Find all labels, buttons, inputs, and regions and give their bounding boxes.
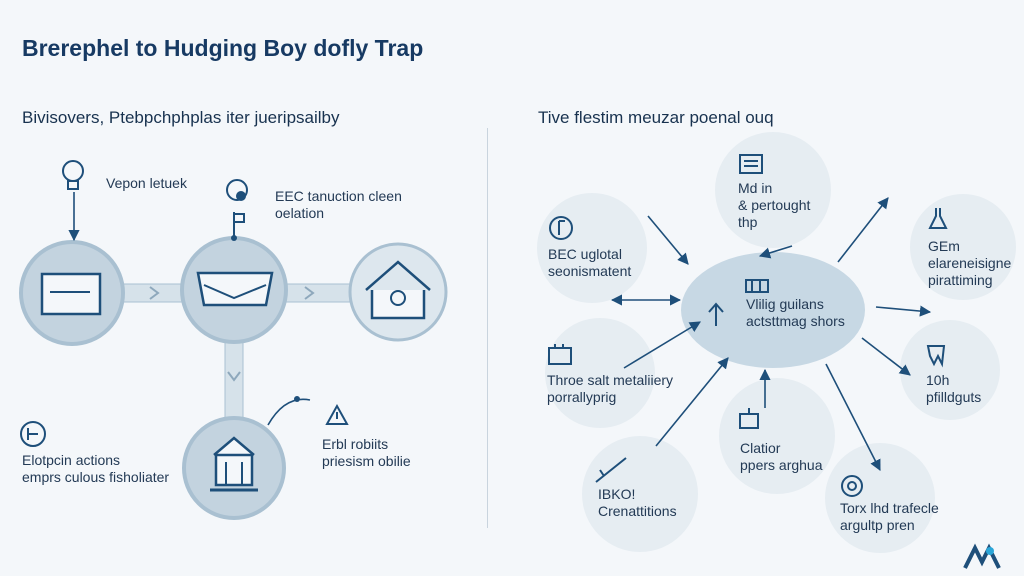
pen-icon (595, 457, 627, 483)
mid-left-node-line1: Throe salt metaliiery (547, 372, 674, 388)
vertical-pipe (224, 339, 244, 429)
upper-right-node-line2: elareneisigne (928, 255, 1012, 271)
warning-label-line1: Erbl robiits (322, 436, 389, 452)
actions-label-line1: Elotpcin actions (22, 452, 121, 468)
chart-icon (739, 408, 759, 429)
actions-label-line2: emprs culous fisholiater (22, 469, 170, 485)
bottom-right-node-line2: argultp pren (840, 517, 915, 533)
monitor-circle (19, 240, 125, 346)
bottom-left-node-line2: Crenattitions (598, 503, 677, 519)
upper-right-node-line3: pirattiming (928, 272, 993, 288)
dental-icon (926, 345, 946, 368)
top-node-line1: Md in (738, 180, 773, 196)
bubble-top (715, 132, 831, 248)
center-line1: Vlilig guilans (746, 296, 824, 312)
gear-icon (841, 475, 863, 497)
top-node-line2: & pertought (738, 197, 811, 213)
flask-icon (928, 208, 948, 229)
center-line2: actsttmag shors (746, 313, 845, 329)
bulb-label: Vepon letuek (106, 175, 187, 191)
bubble-bottom-left (582, 436, 698, 552)
bottom-center-node-line2: ppers arghua (740, 457, 823, 473)
section-divider (487, 128, 488, 528)
people-icon (226, 179, 248, 201)
building-circle (182, 416, 286, 520)
bubble-mid-left (545, 318, 655, 428)
bottom-right-node-line1: Torx lhd trafecle (840, 500, 939, 516)
bottom-left-node-line1: IBKO! (598, 486, 636, 502)
top-node-line3: thp (738, 214, 758, 230)
hub-icon (745, 279, 769, 293)
mid-left-node-line2: porrallyprig (547, 389, 617, 405)
flag-icon (231, 212, 245, 241)
document-icon (739, 154, 763, 174)
warning-label-line2: priesism obilie (322, 453, 411, 469)
page-title: Brerephel to Hudging Boy dofly Trap (22, 35, 424, 61)
machine-icon (196, 271, 274, 307)
people-label-line1: EEC tanuction cleen (275, 188, 402, 204)
machine-circle (180, 236, 288, 344)
mid-right-node-line2: pfilldguts (926, 389, 982, 405)
center-bubble (681, 252, 865, 368)
warning-connector (267, 398, 311, 426)
right-section-heading: Tive flestim meuzar poenal ouq (538, 108, 774, 127)
brand-logo (963, 543, 1001, 569)
upper-right-node-line1: GEm (928, 238, 960, 254)
bubble-mid-right (900, 320, 1000, 420)
factory-icon (548, 344, 572, 365)
finance-icon (549, 216, 573, 240)
bottom-center-node-line1: Clatior (740, 440, 781, 456)
monitor-icon (40, 272, 102, 316)
bubble-bottom-center (719, 378, 835, 494)
upper-left-node-line2: seonismatent (548, 263, 632, 279)
people-label-line2: oelation (275, 205, 325, 221)
warning-icon (325, 403, 349, 425)
left-section-heading: Bivisovers, Ptebpchphplas iter jueripsai… (22, 108, 340, 127)
actions-icon (20, 421, 46, 447)
upper-left-node-line1: BEC uglotal (548, 246, 622, 262)
shelter-circle (348, 242, 448, 342)
bubble-bottom-right (825, 443, 935, 553)
mid-right-node-line1: 10h (926, 372, 950, 388)
bubble-upper-right (910, 194, 1016, 300)
upload-icon (708, 302, 724, 326)
building-icon (210, 436, 258, 492)
hub-arrows (610, 197, 932, 471)
lightbulb-icon (62, 160, 84, 190)
shelter-icon (365, 260, 431, 320)
